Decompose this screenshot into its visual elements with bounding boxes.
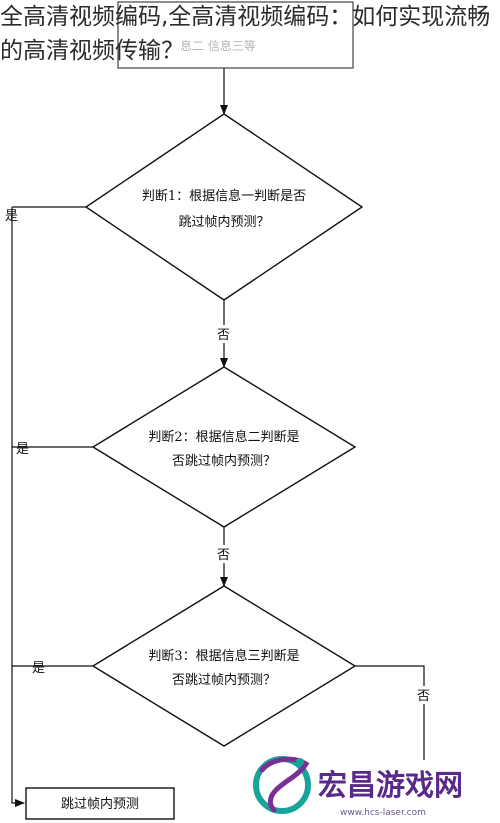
edge-label-no-2-bg: [214, 545, 234, 563]
edge-label-no-3-bg: [414, 686, 434, 704]
watermark-brand: 宏昌游戏网: [318, 768, 463, 802]
decision-3-diamond: [91, 585, 357, 747]
page-title: 全高清视频编码,全高清视频编码：如何实现流畅的高清视频传输？: [0, 4, 491, 64]
decision-1-line2: 跳过帧内预测？: [178, 214, 269, 230]
decision-3-line2: 否跳过帧内预测？: [172, 672, 276, 688]
decision-2-line1: 判断2：根据信息二判断是: [148, 429, 299, 445]
decision-2-line2: 否跳过帧内预测？: [172, 453, 276, 469]
edge-label-no-2: 否: [217, 548, 230, 563]
edge-label-no-1-bg: [214, 325, 234, 343]
decision-1-line1: 判断1：根据信息一判断是否: [142, 188, 306, 204]
watermark-url: www.hcs-laser.com: [340, 808, 426, 818]
watermark-logo: 宏昌游戏网 www.hcs-laser.com: [253, 756, 463, 818]
decision-3-line1: 判断3：根据信息三判断是: [148, 648, 299, 664]
logo-swoosh-icon: [259, 756, 310, 813]
result-box: [25, 787, 175, 820]
decision-1-diamond: [84, 113, 364, 301]
logo-dot-icon: [296, 758, 304, 766]
edge-decision-3-no: [355, 665, 425, 760]
decision-2-diamond: [91, 366, 357, 528]
edge-label-no-3: 否: [417, 689, 430, 704]
top-info-box: [117, 1, 354, 69]
top-box-text: 息二 信息三等: [180, 38, 256, 53]
edge-label-no-1: 否: [217, 328, 230, 343]
edge-yes-bus: [11, 207, 25, 807]
edge-label-yes-2: 是: [16, 442, 29, 457]
result-box-label: 跳过帧内预测: [61, 796, 139, 812]
edge-label-yes-3: 是: [32, 661, 45, 676]
